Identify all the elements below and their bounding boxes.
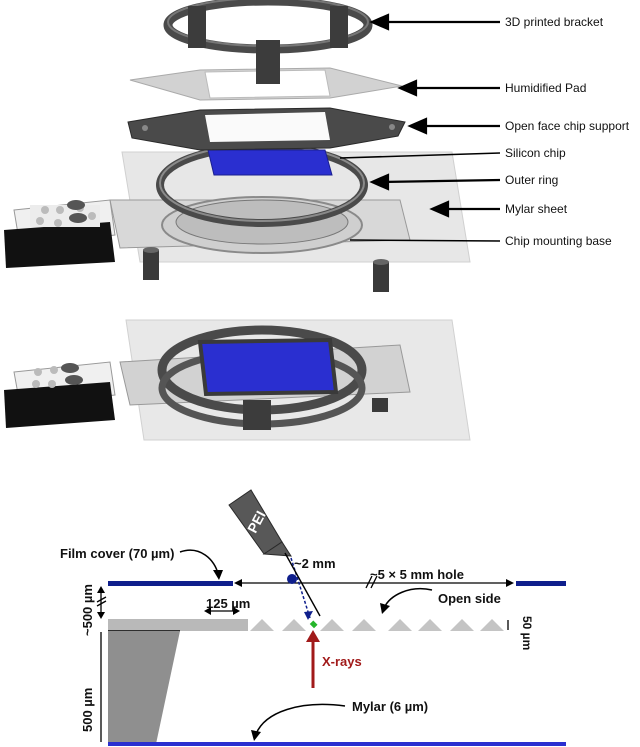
pei-pipette [228,489,292,557]
label-hole: ~5 × 5 mm hole [370,567,464,582]
label-3d-printed-bracket: 3D printed bracket [505,15,604,29]
label-xrays: X-rays [322,654,362,669]
label-chip-mounting-base: Chip mounting base [505,234,612,248]
silicon-chip [207,149,333,176]
film-cover-left [108,581,233,586]
label-distance: ~2 mm [294,556,336,571]
mylar-arrow [255,703,346,735]
label-humidified-pad: Humidified Pad [505,81,587,95]
label-thickness: 500 µm [80,687,95,732]
chip-frame [108,619,248,631]
mylar-bottom [108,742,566,746]
sample-spot [309,620,318,629]
clamp-block [4,199,116,268]
droplet [287,574,297,584]
label-arrows [339,13,501,242]
film-cover-arrow [179,549,219,575]
label-gap: ~500 µm [80,584,95,636]
label-mylar-film: Mylar (6 µm) [352,699,429,714]
cross-section [96,489,566,746]
label-open-face-chip-support: Open face chip support [505,119,630,133]
label-outer-ring: Outer ring [505,173,559,187]
label-pitch: 125 µm [206,596,251,611]
open-face-chip-support [127,107,406,151]
label-silicon-chip: Silicon chip [505,146,566,160]
screw-right [373,259,389,292]
label-mylar-sheet: Mylar sheet [505,202,568,216]
3d-printed-bracket [163,0,373,84]
open-side-arrow [383,588,433,609]
pipette-path [290,557,311,619]
pyramid-wells [250,619,504,631]
label-membrane: 50 µm [520,616,534,651]
chip-body [108,631,180,744]
screw-left [143,247,159,280]
film-cover-right [516,581,566,586]
label-film-cover: Film cover (70 µm) [60,546,175,561]
exploded-assembly [4,0,501,292]
assembled-device [4,319,471,441]
label-open-side: Open side [438,591,501,606]
